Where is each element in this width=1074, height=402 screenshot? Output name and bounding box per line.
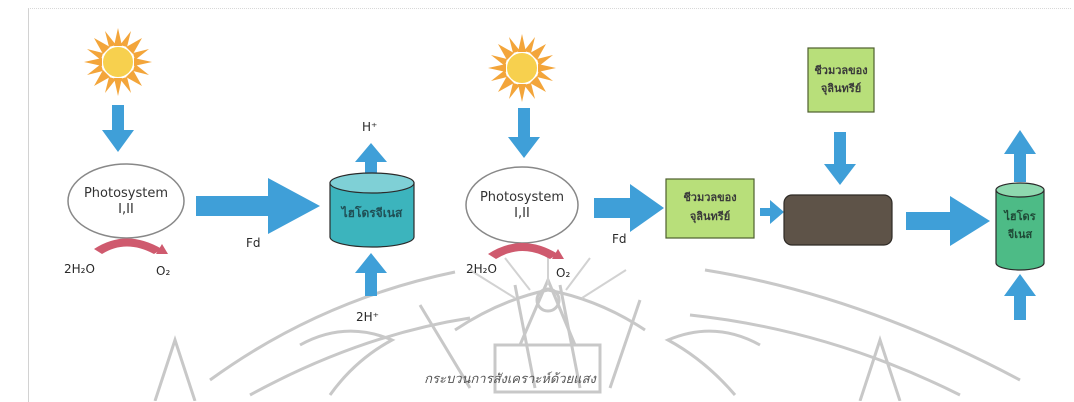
oxygen-label-1: O₂ xyxy=(156,264,171,278)
water-label-1: 2H₂O xyxy=(64,262,95,276)
fermentation-box xyxy=(783,194,893,246)
hydrogenase-cylinder-2 xyxy=(995,182,1045,271)
biomass-box-mid xyxy=(665,178,755,239)
biomass-top-label: ชีวมวลของ จุลินทรีย์ xyxy=(814,64,868,95)
sun-icon xyxy=(488,34,556,102)
arrow-down-icon xyxy=(102,105,134,152)
sun-icon xyxy=(84,28,152,96)
photosystem-1-label: Photosystem I,II xyxy=(83,186,169,217)
figure-frame xyxy=(28,8,1071,402)
figure-caption: กระบวนการสังเคราะห์ด้วยแสง xyxy=(424,372,596,387)
water-splitting-arrow-icon xyxy=(94,238,168,254)
fd-label-2: Fd xyxy=(612,232,627,246)
arrow-right-icon xyxy=(594,184,664,232)
arrow-right-icon xyxy=(196,178,320,234)
photosystem-2-ellipse xyxy=(465,166,579,244)
arrow-up-icon xyxy=(355,143,387,178)
arrow-right-icon xyxy=(906,196,990,246)
arrow-down-icon xyxy=(824,132,856,185)
oxygen-label-2: O₂ xyxy=(556,266,571,280)
h-plus-label: H⁺ xyxy=(362,120,378,134)
water-label-2: 2H₂O xyxy=(466,262,497,276)
biomass-box-top xyxy=(807,47,875,113)
photosystem-1-ellipse xyxy=(67,163,185,239)
arrow-up-icon xyxy=(1004,274,1036,320)
hydrogenase-2-label: ไฮโดร จีเนส xyxy=(1004,210,1036,241)
biomass-mid-label: ชีวมวลของ จุลินทรีย์ xyxy=(683,191,737,223)
water-splitting-arrow-icon xyxy=(488,243,564,259)
arrow-down-icon xyxy=(508,108,540,158)
arrow-right-icon xyxy=(760,200,784,224)
fd-label-1: Fd xyxy=(246,236,261,250)
photosystem-2-label: Photosystem I,II xyxy=(479,190,565,221)
hydrogenase-cylinder-1 xyxy=(329,172,415,248)
arrow-up-icon xyxy=(1004,130,1036,182)
two-h-plus-label: 2H⁺ xyxy=(356,310,379,324)
hydrogenase-1-label: ไฮโดรจีเนส xyxy=(341,206,403,220)
arrow-up-icon xyxy=(355,253,387,296)
